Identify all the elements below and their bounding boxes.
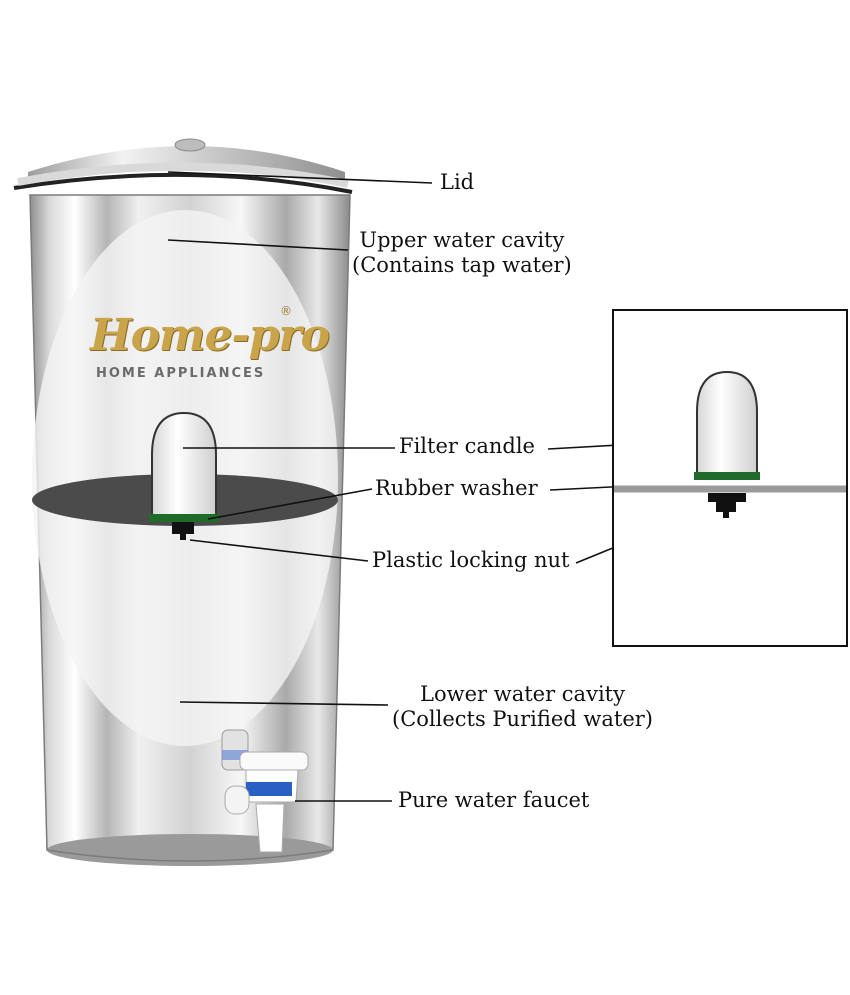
lid (13, 138, 353, 194)
plastic-locking-nut (172, 522, 194, 534)
label-upper-water-cavity: Upper water cavity (Contains tap water) (352, 228, 572, 278)
label-pure-water-faucet: Pure water faucet (398, 788, 590, 812)
faucet (221, 729, 309, 853)
label-lower-line2: (Collects Purified water) (392, 707, 653, 732)
rubber-washer (149, 514, 219, 522)
brand-logo: Home-pro (90, 310, 330, 361)
label-filter-candle: Filter candle (399, 434, 535, 458)
label-lower-line1: Lower water cavity (420, 682, 625, 706)
label-rubber-washer: Rubber washer (375, 476, 538, 500)
detail-inset (612, 309, 848, 647)
registered-mark: ® (280, 304, 292, 318)
brand-tagline: HOME APPLIANCES (96, 366, 266, 381)
filter-candle (149, 411, 219, 540)
label-plastic-locking-nut: Plastic locking nut (372, 548, 570, 572)
label-upper-line2: (Contains tap water) (352, 253, 572, 278)
label-lid: Lid (440, 170, 475, 194)
label-upper-line1: Upper water cavity (359, 228, 565, 252)
label-lower-water-cavity: Lower water cavity (Collects Purified wa… (392, 682, 653, 732)
